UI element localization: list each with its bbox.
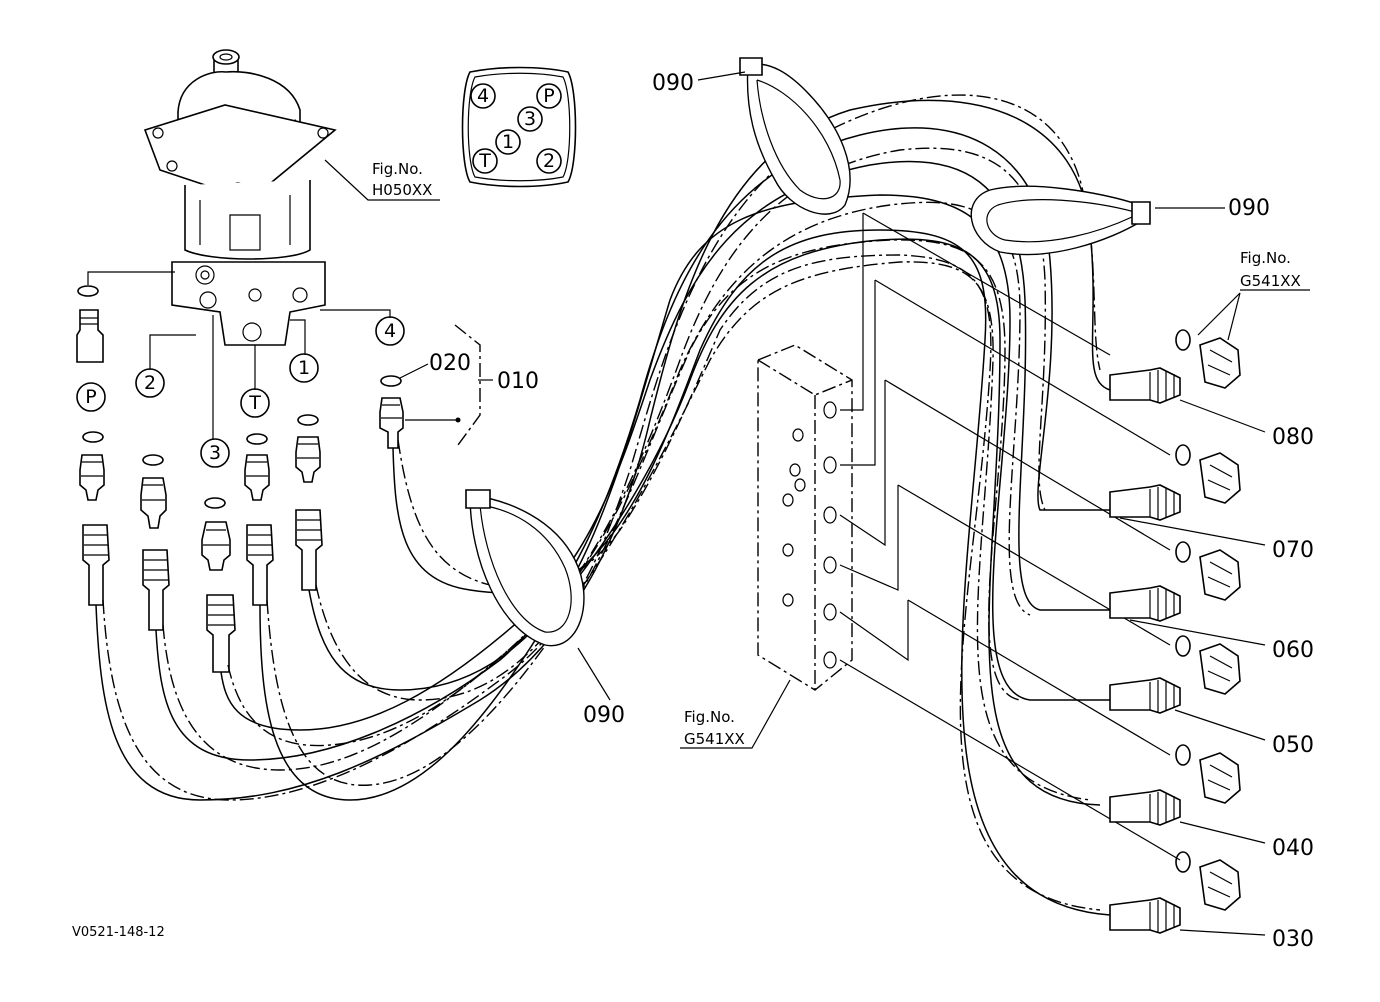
port-tag-2: 2 — [144, 372, 156, 394]
port-tag-t: T — [248, 392, 261, 414]
port-tag-3: 3 — [209, 442, 221, 464]
label-080: 080 — [1272, 425, 1314, 450]
port-tags: P 2 3 T 1 4 — [76, 316, 405, 468]
port-pattern-inset: 4 P 3 1 T 2 — [461, 66, 577, 188]
cable-tie-right — [970, 185, 1151, 256]
label-090-top: 090 — [652, 71, 694, 96]
manifold-leaders — [839, 212, 1181, 861]
label-030: 030 — [1272, 927, 1314, 952]
pattern-port-1: 1 — [502, 131, 514, 153]
diagram-id: V0521-148-12 — [72, 925, 165, 940]
fig-ref-fittings-code: G541XX — [1240, 272, 1301, 290]
pattern-port-3: 3 — [524, 108, 536, 130]
cable-tie-top — [739, 57, 851, 215]
fig-ref-valve-title: Fig.No. — [372, 160, 423, 178]
label-leaders — [324, 71, 1310, 936]
pattern-port-p: P — [543, 85, 554, 107]
fig-ref-valve-code: H050XX — [372, 181, 432, 199]
port-tag-1: 1 — [298, 357, 310, 379]
label-050: 050 — [1272, 733, 1314, 758]
label-060: 060 — [1272, 638, 1314, 663]
label-090-right: 090 — [1228, 196, 1270, 221]
label-020: 020 — [429, 351, 471, 376]
pattern-port-2: 2 — [543, 150, 555, 172]
o-rings — [77, 285, 402, 509]
port-tag-4: 4 — [384, 320, 396, 342]
pilot-valve — [143, 49, 337, 346]
label-040: 040 — [1272, 836, 1314, 861]
label-070: 070 — [1272, 538, 1314, 563]
port-leaders — [87, 271, 391, 440]
fig-ref-fittings-title: Fig.No. — [1240, 249, 1291, 267]
pattern-port-t: T — [478, 150, 491, 172]
label-010: 010 — [497, 369, 539, 394]
cable-tie-bottom — [465, 489, 585, 647]
part-010-bracket — [405, 324, 481, 446]
label-090-bottom: 090 — [583, 703, 625, 728]
fig-ref-manifold-code: G541XX — [684, 730, 745, 748]
port-tag-p: P — [85, 386, 96, 408]
fig-ref-manifold-title: Fig.No. — [684, 708, 735, 726]
manifold-block — [757, 344, 853, 691]
right-fittings — [1109, 329, 1241, 934]
adapters — [76, 309, 404, 571]
pattern-port-4: 4 — [477, 85, 489, 107]
